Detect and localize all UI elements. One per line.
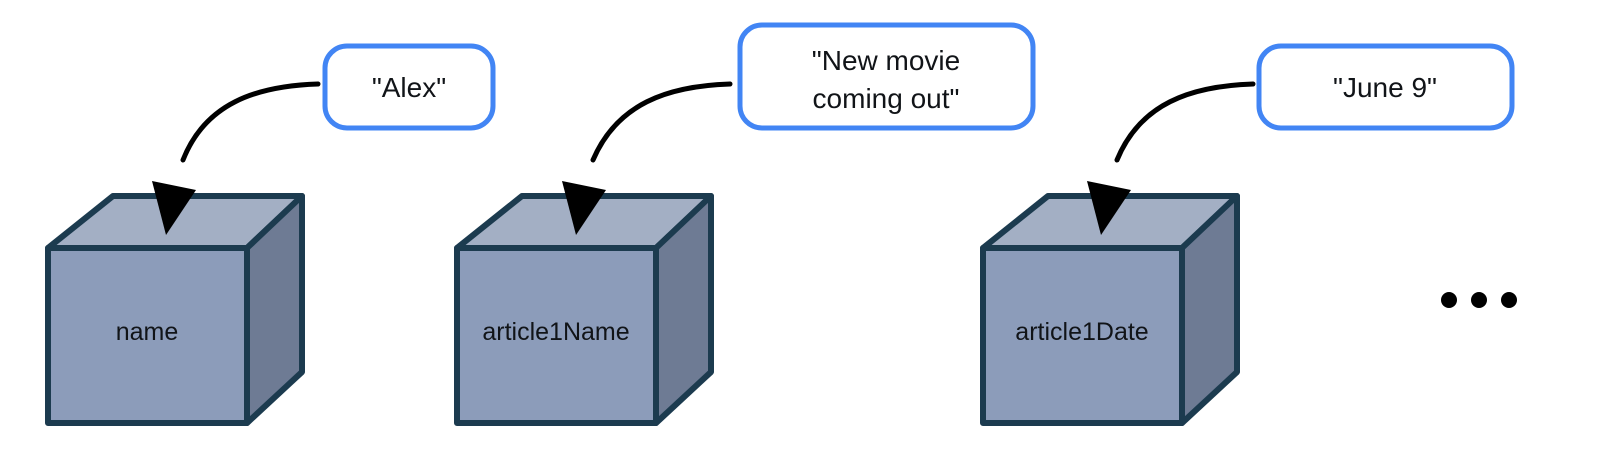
arrow-june9-to-article1date [1087,81,1256,235]
bubble-new-movie[interactable]: "New movie coming out" [737,22,1036,131]
cube-label: article1Name [482,318,629,346]
bubble-border [322,43,496,131]
cube-label: name [116,318,179,346]
cube-front-face [454,245,659,426]
arrow-alex-to-name [152,81,321,235]
cube-article1name: article1Name [454,193,714,426]
bubble-june-9[interactable]: "June 9" [1256,43,1515,131]
bubble-border [737,22,1036,131]
bubble-line: "New movie [812,45,960,76]
arrow-new-movie-to-article1name [562,81,733,235]
ellipsis-dot [1441,292,1457,308]
arrow-head [562,181,606,235]
arrow-curve [590,81,733,163]
ellipsis-dot [1471,292,1487,308]
cube-label: article1Date [1015,318,1148,346]
arrow-head [152,181,196,235]
arrow-curve [180,81,321,163]
ellipsis-more-variables [1441,292,1517,308]
bubble-border [1256,43,1515,131]
cube-name: name [45,193,305,426]
cube-front-face [980,245,1185,426]
arrow-curve [1114,81,1256,163]
bubble-line: coming out" [813,83,960,114]
cube-article1date: article1Date [980,193,1240,426]
bubble-line: "Alex" [372,72,446,103]
bubble-alex[interactable]: "Alex" [322,43,496,131]
arrow-head [1087,181,1131,235]
cube-front-face [45,245,250,426]
bubble-line: "June 9" [1333,72,1437,103]
ellipsis-dot [1501,292,1517,308]
